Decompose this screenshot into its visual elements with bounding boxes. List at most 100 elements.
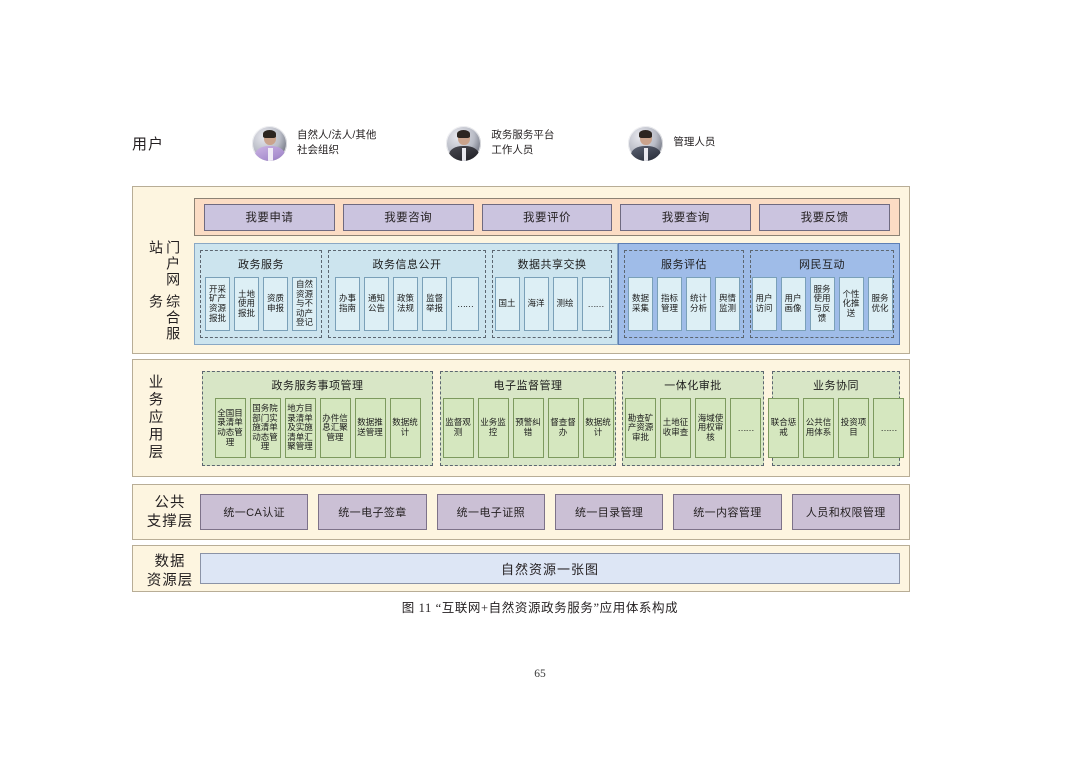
business-group-electronic-supervision: 电子监督管理 监督观测 业务监控 预警纠错 督查督办 数据统计: [440, 371, 616, 466]
action-button-apply[interactable]: 我要申请: [204, 203, 335, 231]
cell-land-acquisition-review[interactable]: 土地征收审查: [660, 398, 691, 458]
cell-opinion-monitoring[interactable]: 舆情监测: [715, 277, 740, 331]
user-actor-staff-line2: 工作人员: [491, 144, 534, 156]
data-layer-value[interactable]: 自然资源一张图: [200, 553, 900, 584]
person-avatar-icon: [628, 125, 664, 161]
portal-layer-label-right: 综合服务: [148, 294, 182, 342]
cell-user-visit[interactable]: 用户访问: [751, 277, 777, 331]
cell-service-guide[interactable]: 办事指南: [335, 277, 360, 331]
portal-action-bar: 我要申请 我要咨询 我要评价 我要查询 我要反馈: [194, 198, 900, 236]
cell-land[interactable]: 国土: [494, 277, 520, 331]
cell-public-credit-system[interactable]: 公共信用体系: [803, 398, 834, 458]
business-group-service-item-management-cells: 全国目录清单动态管理 国务院部门实施清单动态管理 地方目录清单及实施清单汇聚管理…: [214, 398, 421, 465]
business-group-integrated-approval: 一体化审批 勘查矿产资源审批 土地征收审查 海域使用权审核 ……: [622, 371, 764, 466]
portal-group-netizen-interaction-title: 网民互动: [799, 259, 845, 271]
cell-national-catalog-dynamic-management[interactable]: 全国目录清单动态管理: [214, 398, 246, 458]
portal-group-service-evaluation-cells: 数据采集 指标管理 统计分析 舆情监测: [628, 277, 740, 337]
support-item-personnel-permission[interactable]: 人员和权限管理: [791, 494, 900, 530]
cell-indicator-management[interactable]: 指标管理: [657, 277, 682, 331]
support-layer-label-line2: 支撑层: [146, 513, 194, 530]
user-actor-citizen-line1: 自然人/法人/其他: [297, 128, 377, 141]
cell-service-optimization[interactable]: 服务优化: [867, 277, 893, 331]
cell-policy-regulation[interactable]: 政策法规: [393, 277, 418, 331]
cell-more-ellipsis: ……: [581, 277, 610, 331]
cell-more-ellipsis: ……: [730, 398, 761, 458]
cell-inspection-supervision[interactable]: 督查督办: [547, 398, 579, 458]
portal-group-data-sharing-cells: 国土 海洋 测绘 ……: [494, 277, 610, 337]
portal-group-netizen-interaction: 网民互动 用户访问 用户画像 服务使用与反馈 个性化推送 服务优化: [750, 250, 894, 338]
support-layer-label-line1: 公共: [154, 495, 186, 511]
user-actor-admin-line1: 管理人员: [673, 136, 716, 149]
user-actor-staff-line1: 政务服务平台: [491, 128, 555, 141]
portal-group-government-services-title: 政务服务: [238, 259, 284, 271]
cell-surveying[interactable]: 测绘: [552, 277, 578, 331]
data-layer-label: 数据 资源层: [140, 553, 200, 591]
cell-local-catalog-aggregation[interactable]: 地方目录清单及实施清单汇聚管理: [284, 398, 316, 458]
portal-group-information-disclosure-cells: 办事指南 通知公告 政策法规 监督举报 ……: [335, 277, 479, 337]
business-group-integrated-approval-cells: 勘查矿产资源审批 土地征收审查 海域使用权审核 ……: [625, 398, 761, 465]
cell-joint-punishment[interactable]: 联合惩戒: [768, 398, 799, 458]
action-button-query[interactable]: 我要查询: [620, 203, 752, 231]
person-avatar-icon: [252, 125, 287, 161]
portal-group-netizen-interaction-cells: 用户访问 用户画像 服务使用与反馈 个性化推送 服务优化: [751, 277, 893, 337]
cell-sea-area-use-right-review[interactable]: 海域使用权审核: [695, 398, 726, 458]
portal-group-information-disclosure: 政务信息公开 办事指南 通知公告 政策法规 监督举报 ……: [328, 250, 486, 338]
portal-group-data-sharing: 数据共享交换 国土 海洋 测绘 ……: [492, 250, 612, 338]
cell-state-council-implementation-list[interactable]: 国务院部门实施清单动态管理: [249, 398, 281, 458]
cell-data-collection[interactable]: 数据采集: [628, 277, 653, 331]
cell-user-profile[interactable]: 用户画像: [780, 277, 806, 331]
cell-case-info-aggregation[interactable]: 办件信息汇聚管理: [319, 398, 351, 458]
cell-natural-resource-realty-registration[interactable]: 自然资源与不动产登记: [292, 277, 317, 331]
cell-business-monitoring[interactable]: 业务监控: [477, 398, 509, 458]
portal-group-information-disclosure-title: 政务信息公开: [372, 259, 442, 271]
portal-group-service-evaluation-title: 服务评估: [661, 259, 707, 271]
cell-land-use-approval[interactable]: 土地使用报批: [234, 277, 259, 331]
cell-ocean[interactable]: 海洋: [523, 277, 549, 331]
support-item-ca-authentication[interactable]: 统一CA认证: [200, 494, 309, 530]
business-layer-label: 业务应用层: [146, 374, 163, 462]
cell-notice-announcement[interactable]: 通知公告: [364, 277, 389, 331]
cell-investment-project[interactable]: 投资项目: [838, 398, 869, 458]
portal-group-government-services-cells: 开采矿产资源报批 土地使用报批 资质申报 自然资源与不动产登记: [205, 277, 317, 337]
cell-data-statistics[interactable]: 数据统计: [582, 398, 614, 458]
data-layer-label-line2: 资源层: [146, 572, 194, 589]
cell-mineral-exploration-approval[interactable]: 勘查矿产资源审批: [625, 398, 656, 458]
support-layer-items: 统一CA认证 统一电子签章 统一电子证照 统一目录管理 统一内容管理 人员和权限…: [200, 494, 900, 530]
user-actor-citizen-line2: 社会组织: [297, 144, 339, 156]
action-button-evaluate[interactable]: 我要评价: [481, 203, 613, 231]
page-number: 65: [534, 668, 546, 680]
action-button-feedback[interactable]: 我要反馈: [759, 203, 890, 231]
business-group-service-item-management-title: 政务服务事项管理: [271, 380, 364, 392]
portal-layer-label: 门户网站 综合服务: [136, 240, 192, 348]
cell-data-push-management[interactable]: 数据推送管理: [354, 398, 386, 458]
user-row: 用户 自然人/法人/其他 社会组织 政务服务平台 工作人员: [132, 112, 932, 174]
user-actor-admin: 管理人员: [628, 125, 715, 161]
cell-mining-approval[interactable]: 开采矿产资源报批: [205, 277, 230, 331]
cell-personalized-push[interactable]: 个性化推送: [838, 277, 864, 331]
support-item-catalog-management[interactable]: 统一目录管理: [554, 494, 664, 530]
portal-group-data-sharing-title: 数据共享交换: [517, 259, 587, 271]
support-item-content-management[interactable]: 统一内容管理: [673, 494, 782, 530]
cell-qualification-declaration[interactable]: 资质申报: [263, 277, 288, 331]
cell-data-statistics[interactable]: 数据统计: [389, 398, 421, 458]
support-item-electronic-seal[interactable]: 统一电子签章: [318, 494, 427, 530]
support-item-electronic-license[interactable]: 统一电子证照: [436, 494, 545, 530]
action-button-consult[interactable]: 我要咨询: [342, 203, 474, 231]
user-row-title: 用户: [132, 135, 165, 153]
cell-supervision-observation[interactable]: 监督观测: [442, 398, 474, 458]
business-group-integrated-approval-title: 一体化审批: [664, 380, 722, 392]
cell-more-ellipsis: ……: [451, 277, 479, 331]
business-group-electronic-supervision-title: 电子监督管理: [493, 380, 563, 392]
cell-early-warning-correction[interactable]: 预警纠错: [512, 398, 544, 458]
business-group-business-collaboration-title: 业务协同: [813, 380, 859, 392]
portal-layer-label-left: 门户网站: [148, 240, 182, 288]
user-actor-staff-label: 政务服务平台 工作人员: [491, 128, 554, 158]
user-actor-citizen-label: 自然人/法人/其他 社会组织: [297, 128, 376, 158]
portal-group-government-services: 政务服务 开采矿产资源报批 土地使用报批 资质申报 自然资源与不动产登记: [200, 250, 322, 338]
cell-service-usage-feedback[interactable]: 服务使用与反馈: [809, 277, 835, 331]
business-group-business-collaboration-cells: 联合惩戒 公共信用体系 投资项目 ……: [768, 398, 904, 465]
cell-supervision-report[interactable]: 监督举报: [422, 277, 447, 331]
cell-statistical-analysis[interactable]: 统计分析: [686, 277, 711, 331]
user-actor-admin-label: 管理人员: [673, 135, 715, 150]
